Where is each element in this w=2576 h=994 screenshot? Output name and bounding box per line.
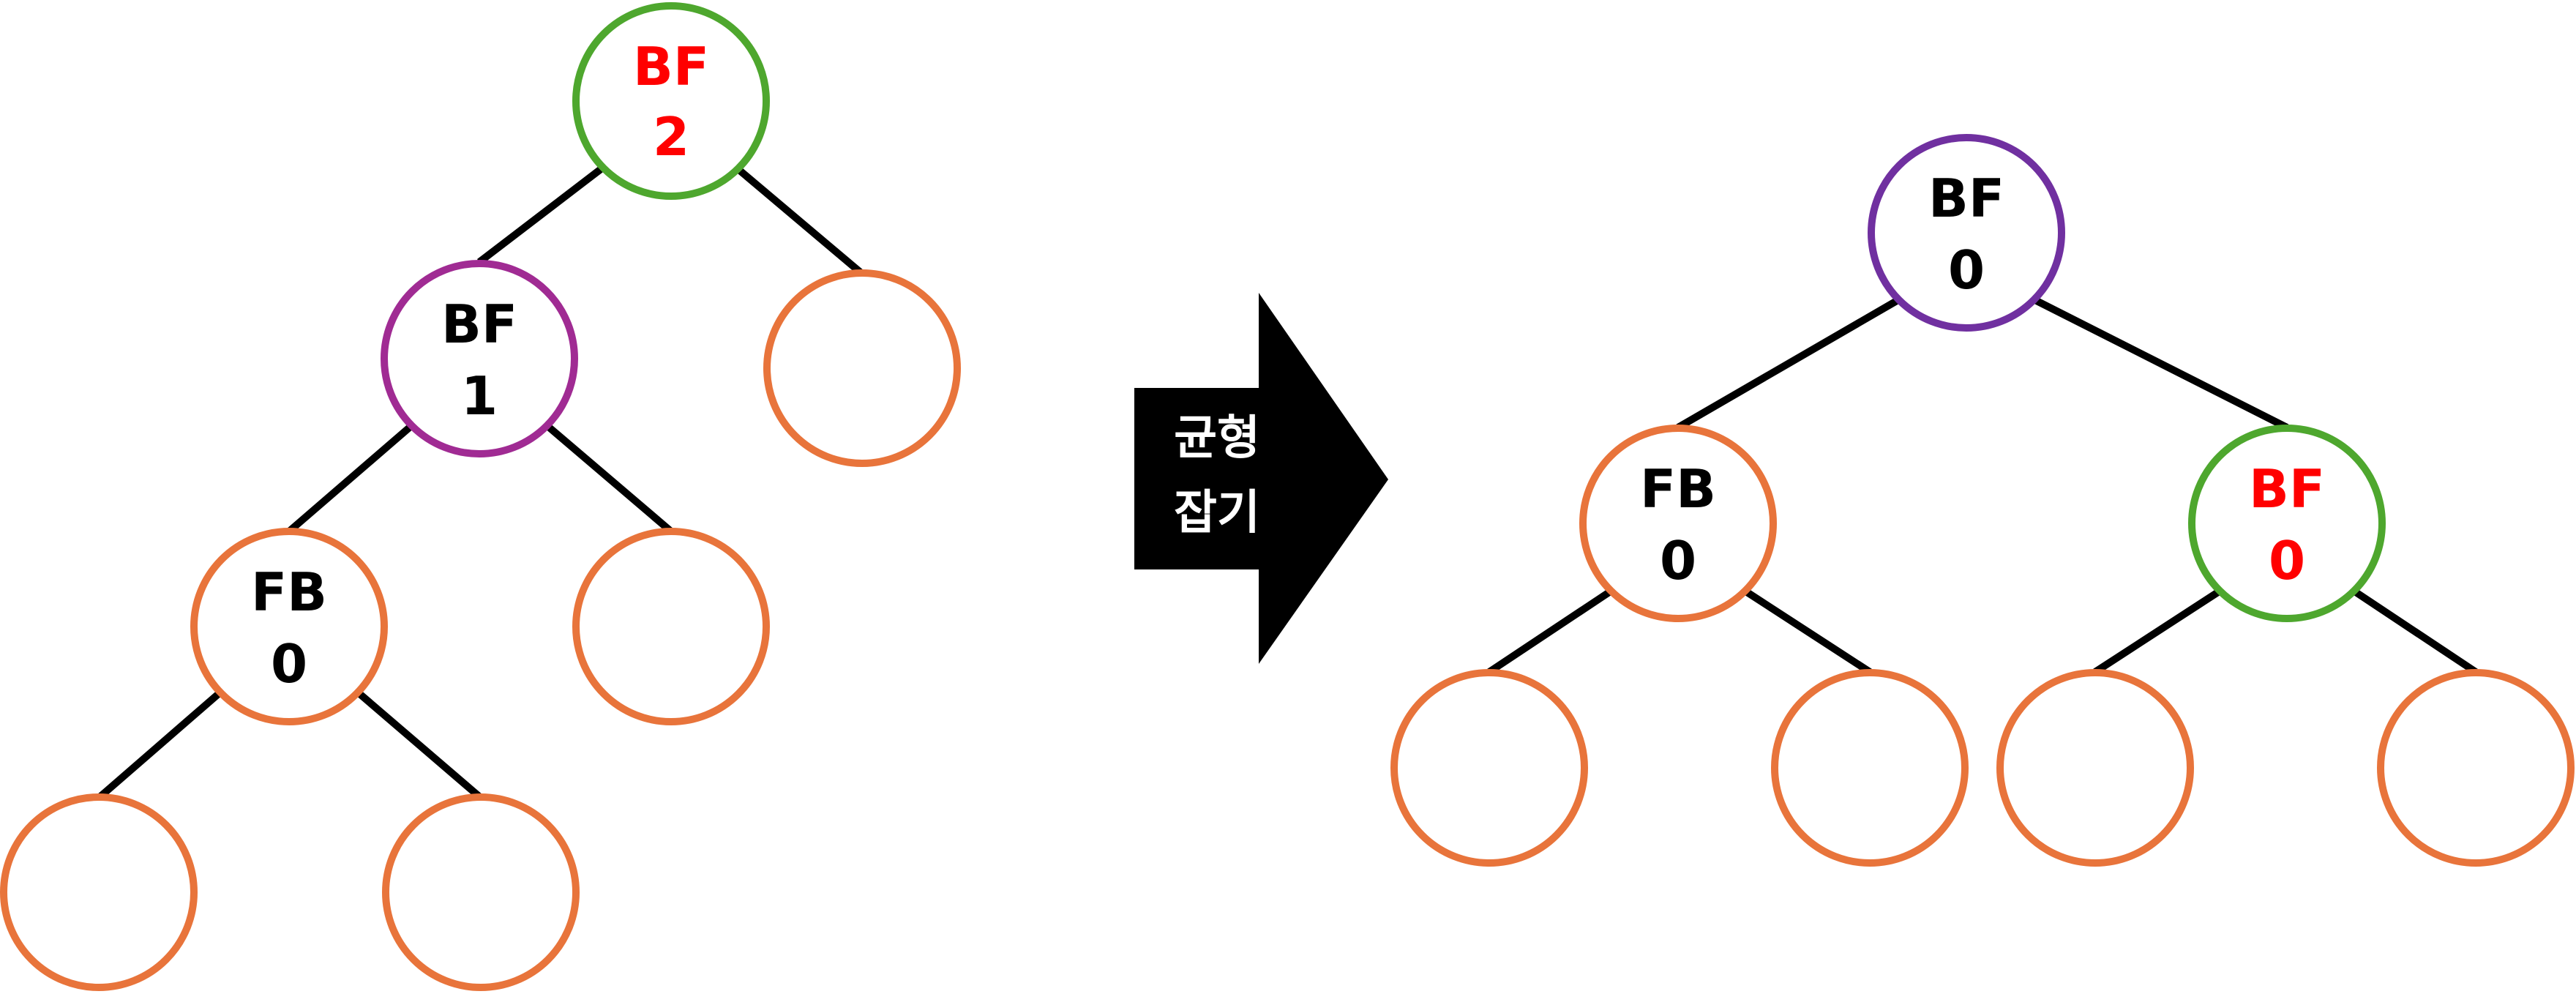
edge bbox=[1676, 295, 1903, 431]
root-label-line1: BF bbox=[1928, 168, 2004, 229]
tree-node-leaf bbox=[1996, 669, 2194, 867]
edge bbox=[733, 164, 865, 277]
balance-arrow: 균형 잡기 bbox=[1134, 293, 1388, 664]
tree-node-leaf bbox=[2377, 669, 2575, 867]
after-tree: BF 0 FB 0 BF 0 bbox=[1390, 134, 2575, 867]
arrow-shape bbox=[1134, 293, 1388, 664]
left-child-label-line1: BF bbox=[441, 294, 517, 355]
arrow-label-line2: 잡기 bbox=[1174, 486, 1260, 540]
right-child-label-line2: 0 bbox=[2269, 530, 2305, 591]
edge bbox=[2093, 586, 2225, 676]
edge bbox=[2030, 295, 2289, 431]
before-tree: BF 2 BF 1 FB 0 bbox=[0, 2, 961, 991]
left-child-label-line1: FB bbox=[1640, 458, 1716, 520]
root-label-line1: BF bbox=[633, 36, 709, 97]
left-child-label-line2: 1 bbox=[461, 365, 498, 427]
edge bbox=[354, 689, 484, 801]
edge bbox=[1487, 586, 1616, 676]
edge bbox=[476, 164, 607, 265]
tree-node-leaf bbox=[1390, 669, 1588, 867]
arrow-label-line1: 균형 bbox=[1174, 411, 1260, 466]
tree-node-leaf bbox=[382, 793, 580, 991]
tree-node-right-child bbox=[2188, 425, 2386, 622]
edge bbox=[286, 422, 415, 534]
tree-node-left-child bbox=[1579, 425, 1777, 622]
tree-node-left-grandchild bbox=[190, 528, 388, 725]
edge bbox=[544, 422, 674, 534]
right-child-label-line1: BF bbox=[2249, 458, 2325, 520]
tree-node-leaf bbox=[1771, 669, 1969, 867]
root-label-line2: 0 bbox=[1948, 239, 1985, 301]
edge bbox=[1740, 586, 1872, 676]
tree-node-root bbox=[572, 2, 770, 200]
left-child-label-line2: 0 bbox=[1660, 530, 1696, 591]
tree-node-leaf bbox=[763, 269, 961, 467]
tree-node-leaf bbox=[572, 528, 770, 725]
tree-node-leaf bbox=[0, 793, 198, 991]
tree-node-root bbox=[1868, 134, 2065, 332]
root-label-line2: 2 bbox=[653, 106, 689, 168]
tree-node-left-child bbox=[381, 260, 578, 457]
edge bbox=[96, 689, 224, 801]
left-grandchild-label-line1: FB bbox=[251, 561, 327, 623]
left-grandchild-label-line2: 0 bbox=[271, 633, 307, 695]
edge bbox=[2349, 586, 2478, 676]
